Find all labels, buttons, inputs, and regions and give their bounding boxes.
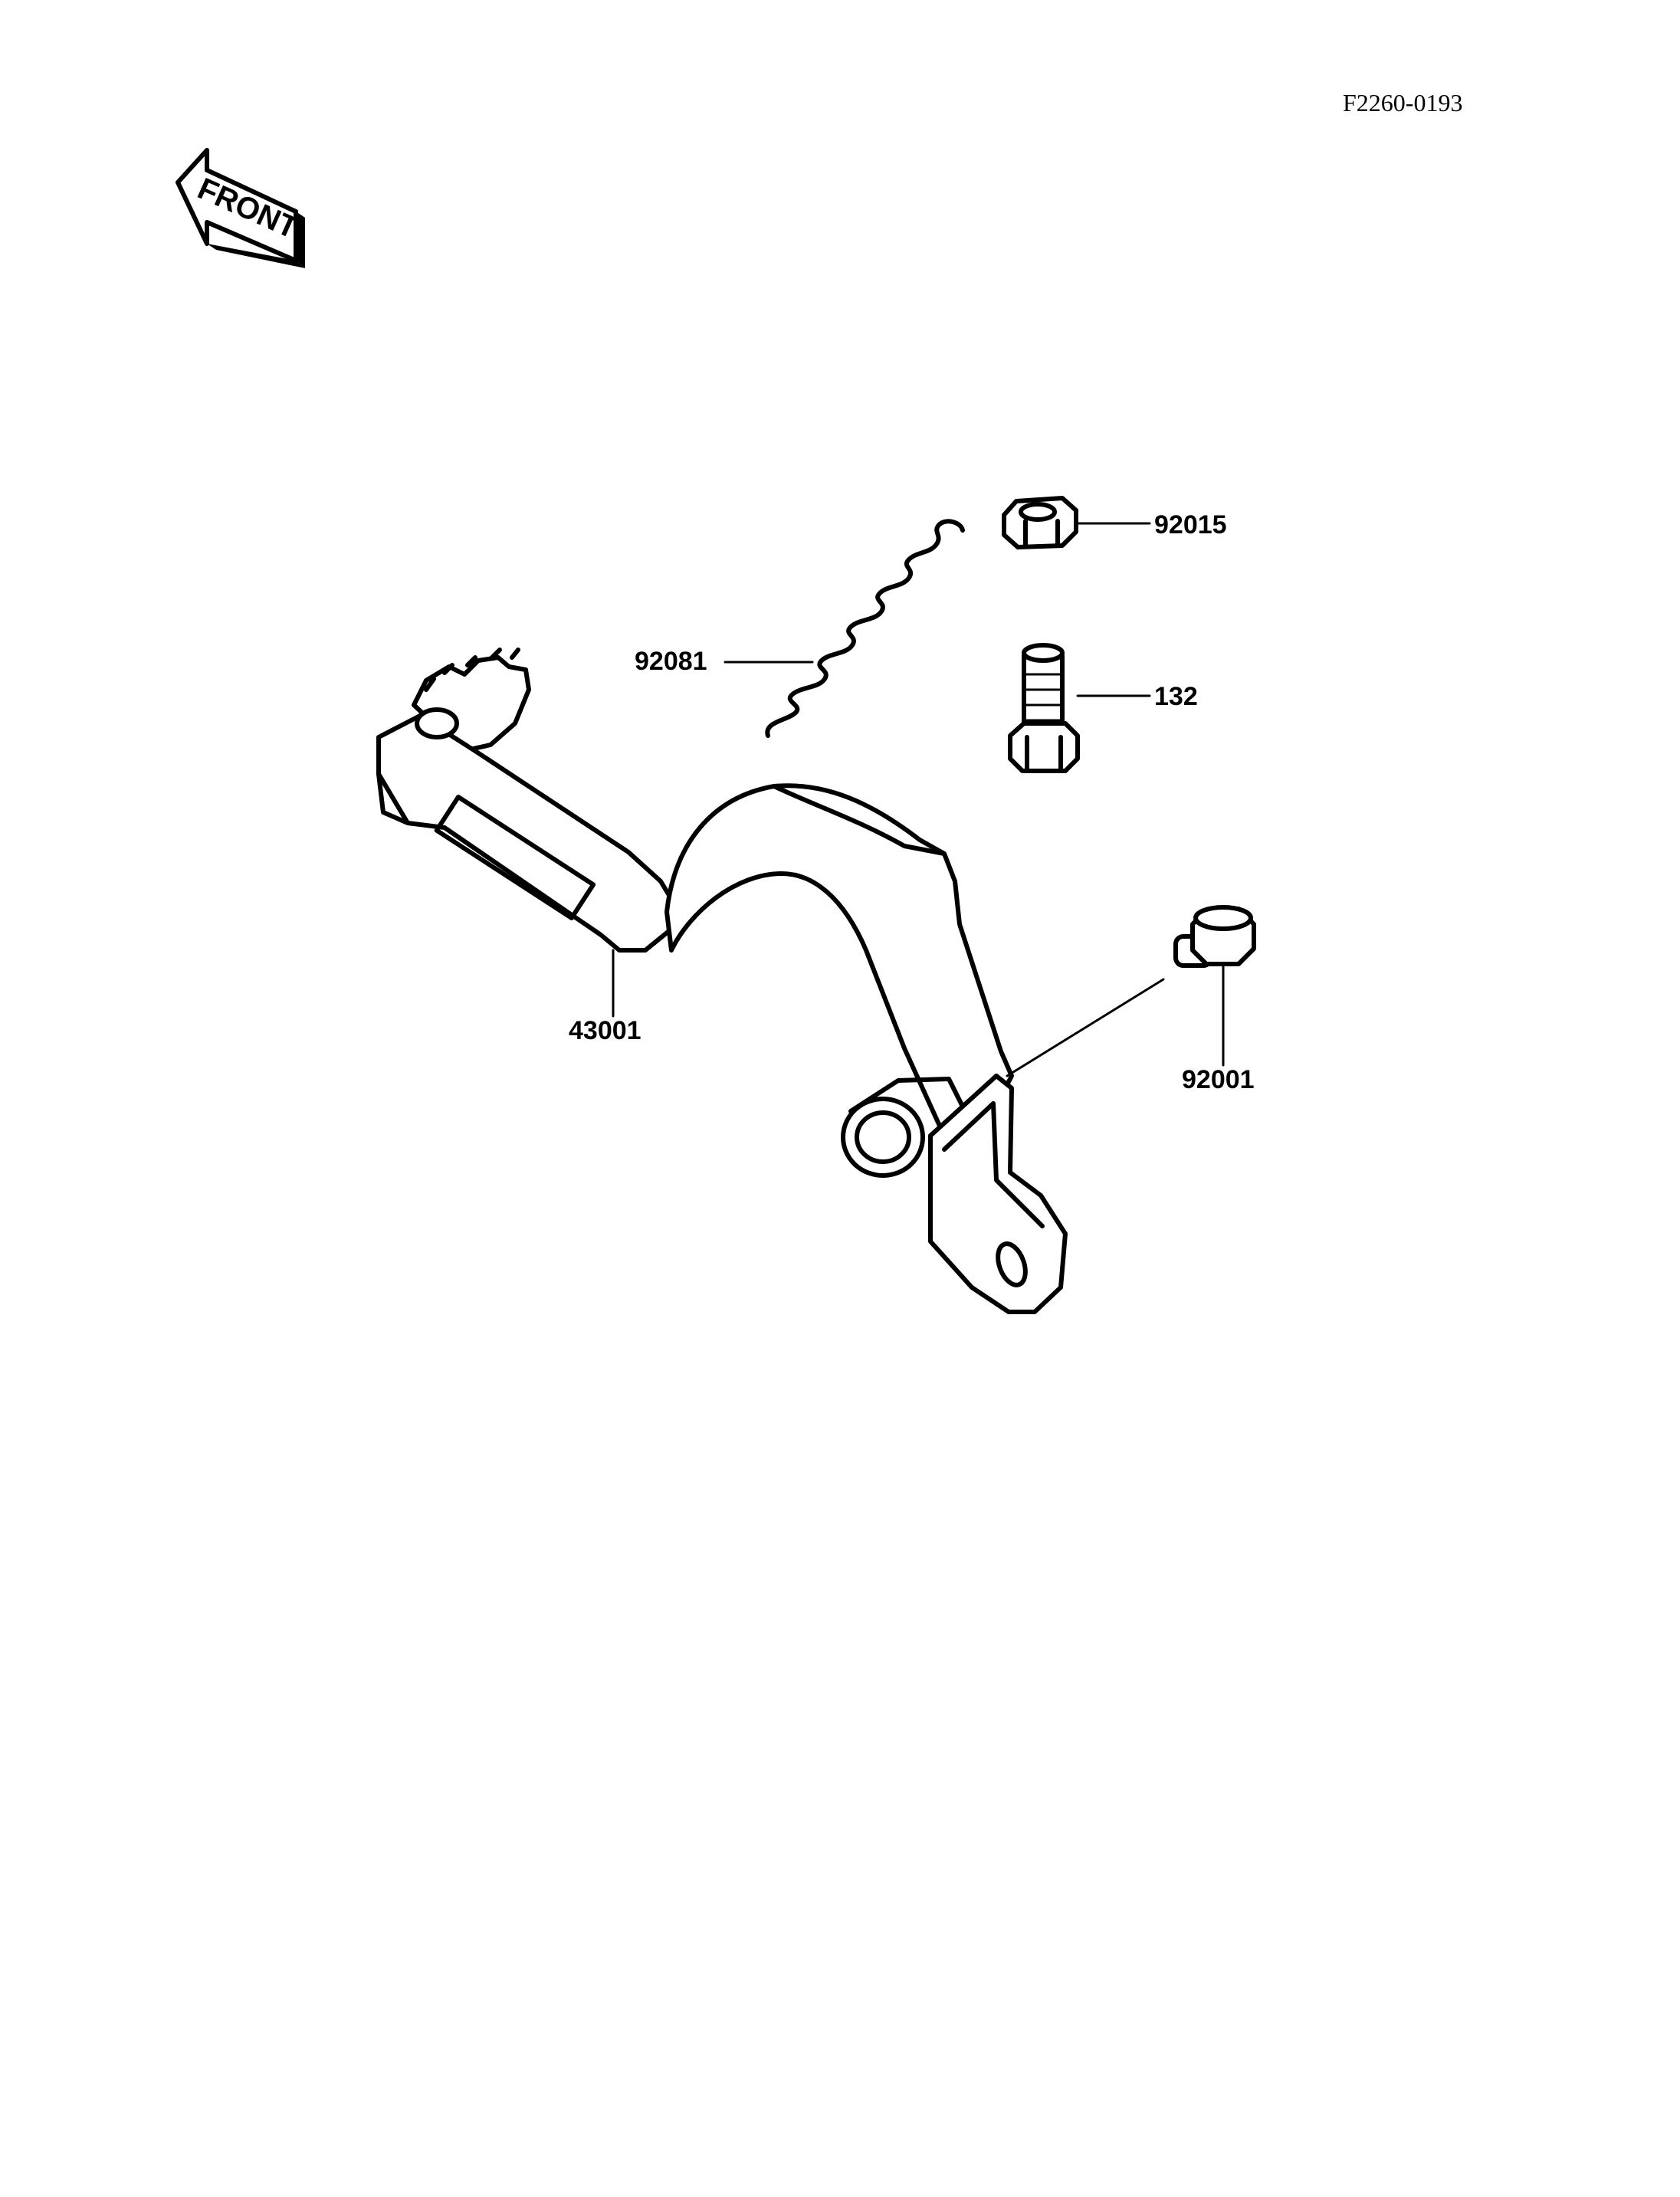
bolt-132	[1008, 643, 1151, 773]
part-label-92001: 92001	[1182, 1065, 1255, 1094]
brake-pedal-43001	[376, 648, 1068, 1314]
bolt-92001	[1006, 905, 1256, 1077]
figure-reference: F2260-0193	[1343, 89, 1463, 116]
part-label-92015: 92015	[1154, 510, 1227, 539]
spring-92081	[724, 519, 965, 738]
part-label-132: 132	[1154, 682, 1198, 711]
front-arrow-icon: FRONT	[176, 148, 305, 268]
part-label-43001: 43001	[569, 1016, 641, 1045]
part-label-92081: 92081	[635, 647, 707, 676]
nut-92015	[1002, 496, 1151, 549]
